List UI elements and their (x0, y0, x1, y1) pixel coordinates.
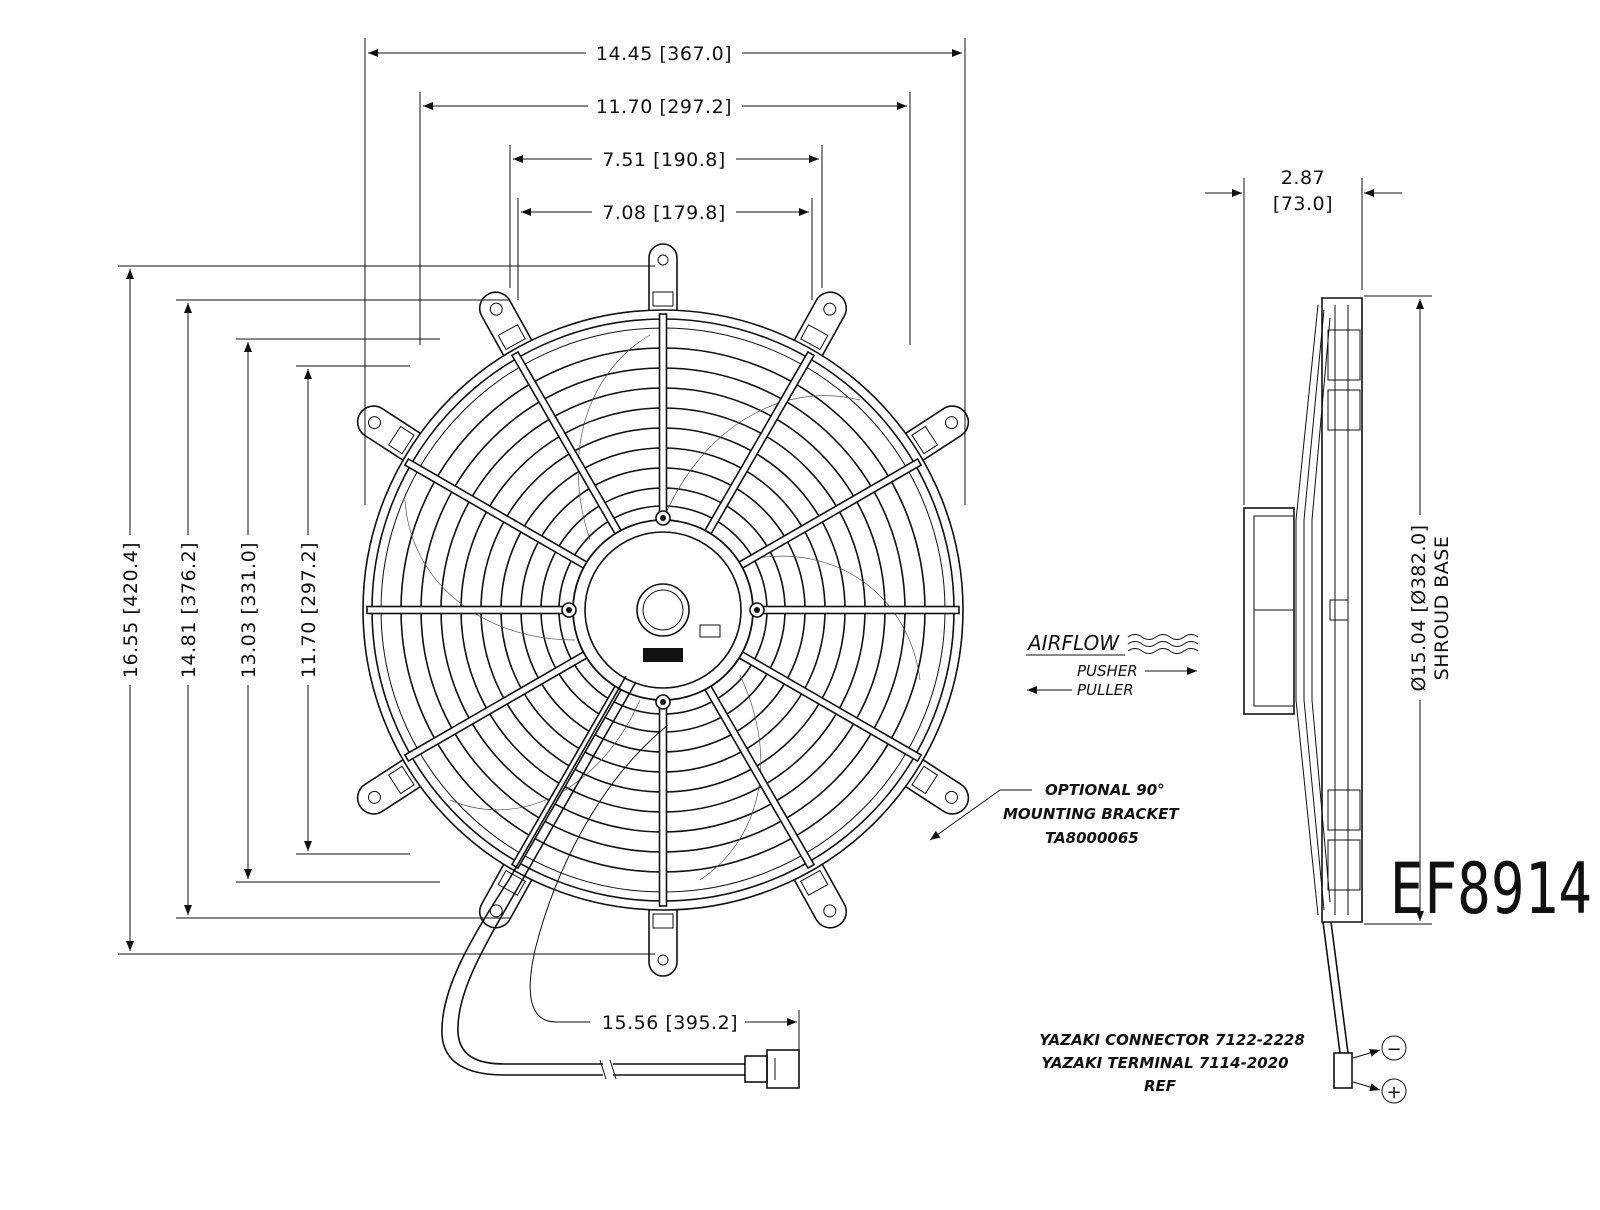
lead-wire (441, 675, 800, 1089)
bracket-note-line-1: OPTIONAL 90° (1045, 781, 1165, 799)
dim-depth-mm: [73.0] (1273, 193, 1333, 215)
bracket-callout: OPTIONAL 90° MOUNTING BRACKET TA8000065 (929, 781, 1180, 847)
shroud-outer-ring (362, 309, 964, 911)
side-motor (1243, 507, 1295, 715)
fan-side-view: 2.87 [73.0] (1205, 167, 1453, 1104)
wire-connector (744, 1055, 768, 1083)
dim-overall-height: 16.55 [420.4] (120, 269, 142, 951)
dim-inner-width-a: 7.51 [190.8] (513, 149, 819, 171)
motor-hub (561, 510, 765, 710)
bracket-note-line-2: MOUNTING BRACKET (1003, 805, 1180, 823)
connector-note: YAZAKI CONNECTOR 7122-2228 YAZAKI TERMIN… (1039, 1031, 1305, 1095)
dim-inner-width-b: 7.08 [179.8] (521, 202, 809, 224)
dim-height-c-label: 13.03 [331.0] (238, 542, 260, 678)
negative-terminal-icon (1381, 1035, 1407, 1061)
dim-inner-width-b-label: 7.08 [179.8] (602, 202, 726, 224)
side-connector (1333, 1052, 1353, 1089)
dim-overall-height-label: 16.55 [420.4] (120, 542, 142, 678)
dim-depth: 2.87 [73.0] (1205, 167, 1402, 505)
dim-height-d: 11.70 [297.2] (298, 369, 320, 851)
horizontal-dimensions: 14.45 [367.0] 11.70 [297.2] 7.51 [190.8]… (364, 38, 966, 505)
dim-depth-inches: 2.87 (1281, 167, 1325, 189)
dim-height-c: 13.03 [331.0] (238, 342, 260, 879)
shroud-base-label: SHROUD BASE (1431, 536, 1453, 681)
mounting-tabs (356, 243, 970, 977)
dim-mount-width-label: 11.70 [297.2] (596, 96, 732, 118)
dim-lead-length: 15.56 [395.2] (529, 724, 800, 1050)
dim-shroud-diameter-label: Ø15.04 [Ø382.0] (1408, 524, 1430, 691)
vertical-dimensions: 16.55 [420.4] 14.81 [376.2] 13.03 [331.0… (118, 265, 655, 955)
dim-overall-width-label: 14.45 [367.0] (596, 43, 732, 65)
dim-height-b-label: 14.81 [376.2] (178, 542, 200, 678)
dim-mount-width: 11.70 [297.2] (423, 96, 907, 118)
positive-terminal-symbol: + (1386, 1082, 1401, 1103)
positive-terminal-icon (1381, 1078, 1407, 1104)
airflow-puller-label: PULLER (1077, 681, 1134, 699)
dim-overall-width: 14.45 [367.0] (368, 43, 962, 65)
side-lead-wire: − + (1322, 921, 1407, 1104)
dim-shroud-diameter: Ø15.04 [Ø382.0] SHROUD BASE (1364, 295, 1453, 925)
part-number: EF8914 (1390, 848, 1592, 930)
bracket-note-line-3: TA8000065 (1045, 829, 1139, 847)
fan-front-view: 15.56 [395.2] (356, 243, 970, 1089)
dim-lead-length-label: 15.56 [395.2] (602, 1012, 738, 1034)
connector-note-line-1: YAZAKI CONNECTOR 7122-2228 (1039, 1031, 1305, 1049)
dim-height-b: 14.81 [376.2] (178, 303, 200, 915)
connector-note-line-3: REF (1144, 1077, 1177, 1095)
side-shroud (1295, 297, 1363, 923)
airflow-pusher-label: PUSHER (1077, 662, 1138, 680)
airflow-legend: AIRFLOW PUSHER PULLER (1026, 631, 1199, 699)
connector-note-line-2: YAZAKI TERMINAL 7114-2020 (1041, 1054, 1288, 1072)
negative-terminal-symbol: − (1386, 1039, 1401, 1060)
dim-height-d-label: 11.70 [297.2] (298, 542, 320, 678)
dim-inner-width-a-label: 7.51 [190.8] (602, 149, 726, 171)
airflow-title: AIRFLOW (1026, 631, 1120, 655)
